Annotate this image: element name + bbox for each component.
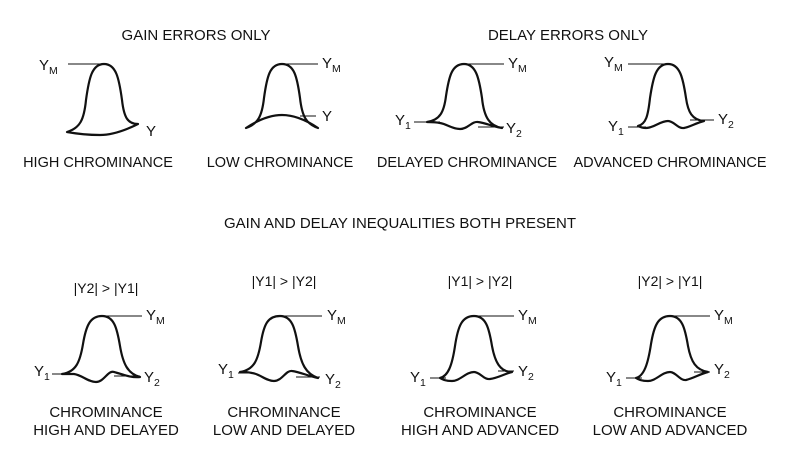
label-y2-la: Y2 [714, 361, 730, 381]
label-y1-ha: Y1 [410, 369, 426, 389]
caption-ld-line2: LOW AND DELAYED [213, 422, 355, 439]
label-y1-hd: Y1 [34, 363, 50, 383]
label-ym-la: YM [714, 307, 733, 327]
label-ym-low: YM [322, 55, 341, 75]
figure-high-and-advanced: |Y1| > |Y2| YM Y1 Y2 CHROMINANCE HIGH AN… [401, 273, 559, 439]
figure-delayed-chrominance: YM Y1 Y2 DELAYED CHROMINANCE [377, 55, 558, 171]
caption-ha-line2: HIGH AND ADVANCED [401, 422, 559, 439]
waveform-high-and-advanced [438, 314, 514, 383]
condition-low-and-advanced: |Y2| > |Y1| [638, 273, 703, 289]
figure-high-and-delayed: |Y2| > |Y1| YM Y1 Y2 CHROMINANCE HIGH AN… [33, 280, 179, 439]
waveform-advanced-chrominance [636, 62, 706, 130]
waveform-low-chrominance [244, 62, 320, 130]
label-y2-advanced: Y2 [718, 111, 734, 131]
condition-high-and-delayed: |Y2| > |Y1| [74, 280, 139, 296]
waveform-delayed-chrominance [425, 62, 504, 131]
condition-low-and-delayed: |Y1| > |Y2| [252, 273, 317, 289]
label-y2-ld: Y2 [325, 371, 341, 391]
label-ym-advanced: YM [604, 54, 623, 74]
condition-high-and-advanced: |Y1| > |Y2| [448, 273, 513, 289]
label-y1-ld: Y1 [218, 361, 234, 381]
label-y1-delayed: Y1 [395, 112, 411, 132]
label-y2-ha: Y2 [518, 363, 534, 383]
label-ym-hd: YM [146, 307, 165, 327]
caption-hd-line2: HIGH AND DELAYED [33, 422, 179, 439]
figure-advanced-chrominance: YM Y1 Y2 ADVANCED CHROMINANCE [573, 54, 766, 171]
label-y2-delayed: Y2 [506, 120, 522, 140]
heading-gain-and-delay-both-present: GAIN AND DELAY INEQUALITIES BOTH PRESENT [224, 215, 576, 232]
caption-la-line1: CHROMINANCE [613, 404, 726, 421]
caption-ha-line1: CHROMINANCE [423, 404, 536, 421]
label-y2-hd: Y2 [144, 369, 160, 389]
figure-low-chrominance: YM Y LOW CHROMINANCE [207, 55, 354, 171]
heading-gain-errors-only: GAIN ERRORS ONLY [122, 27, 271, 44]
caption-advanced-chrominance: ADVANCED CHROMINANCE [573, 155, 766, 171]
label-y1-la: Y1 [606, 369, 622, 389]
caption-ld-line1: CHROMINANCE [227, 404, 340, 421]
label-y1-advanced: Y1 [608, 118, 624, 138]
label-ym-ld: YM [327, 307, 346, 327]
caption-low-chrominance: LOW CHROMINANCE [207, 155, 354, 171]
figure-low-and-advanced: |Y2| > |Y1| YM Y1 Y2 CHROMINANCE LOW AND… [593, 273, 748, 439]
label-y-high: Y [146, 123, 156, 140]
caption-high-chrominance: HIGH CHROMINANCE [23, 155, 173, 171]
waveform-low-and-delayed [238, 314, 320, 383]
figure-low-and-delayed: |Y1| > |Y2| YM Y1 Y2 CHROMINANCE LOW AND… [213, 273, 355, 439]
label-ym-high: YM [39, 57, 58, 77]
figure-high-chrominance: YM Y HIGH CHROMINANCE [23, 57, 173, 171]
caption-delayed-chrominance: DELAYED CHROMINANCE [377, 155, 558, 171]
heading-delay-errors-only: DELAY ERRORS ONLY [488, 27, 648, 44]
label-ym-delayed: YM [508, 55, 527, 75]
waveform-high-chrominance [65, 62, 140, 137]
waveform-high-and-delayed [60, 314, 142, 384]
caption-la-line2: LOW AND ADVANCED [593, 422, 748, 439]
label-y-low: Y [322, 108, 332, 125]
caption-hd-line1: CHROMINANCE [49, 404, 162, 421]
label-ym-ha: YM [518, 307, 537, 327]
waveform-low-and-advanced [634, 314, 710, 383]
